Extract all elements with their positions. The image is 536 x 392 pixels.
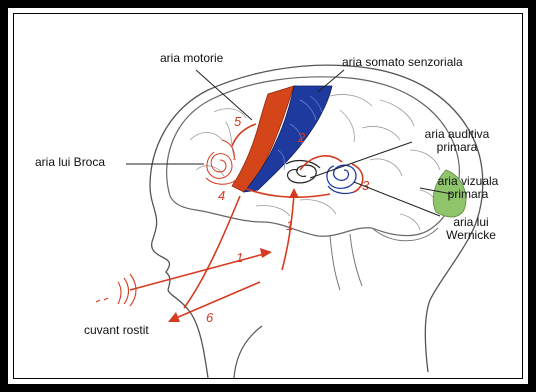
incoming-sound-arrow <box>130 254 264 290</box>
visual-label-line2: primara <box>418 188 518 201</box>
neck-front <box>234 326 262 378</box>
wernicke-label-line2: Wernicke <box>426 229 516 242</box>
broca-area <box>206 140 236 184</box>
spoken-word-label: cuvant rostit <box>84 324 149 337</box>
wernicke-area <box>327 165 358 193</box>
auditory-label-line2: primara <box>402 141 512 154</box>
incoming-sound-arrowhead <box>260 248 272 258</box>
brainstem-outline <box>330 234 362 290</box>
step-number: 4 <box>218 188 225 203</box>
step-number: 5 <box>234 114 242 129</box>
motor-area-label: aria motorie <box>160 52 223 65</box>
broca-area-label: aria lui Broca <box>35 156 105 169</box>
wernicke-area-label: aria lui Wernicke <box>426 216 516 242</box>
somatosensory-area-label: aria somato senzoriala <box>342 56 463 69</box>
visual-area-label: aria vizuala primara <box>418 175 518 201</box>
step-number: 1 <box>236 250 243 265</box>
auditory-area <box>286 161 320 183</box>
pathway-arrows <box>96 124 363 322</box>
step-number: 6 <box>206 310 214 325</box>
auditory-area-label: aria auditiva primara <box>402 128 512 154</box>
step-number: 2 <box>297 130 306 145</box>
step-number: 1 <box>286 218 293 233</box>
